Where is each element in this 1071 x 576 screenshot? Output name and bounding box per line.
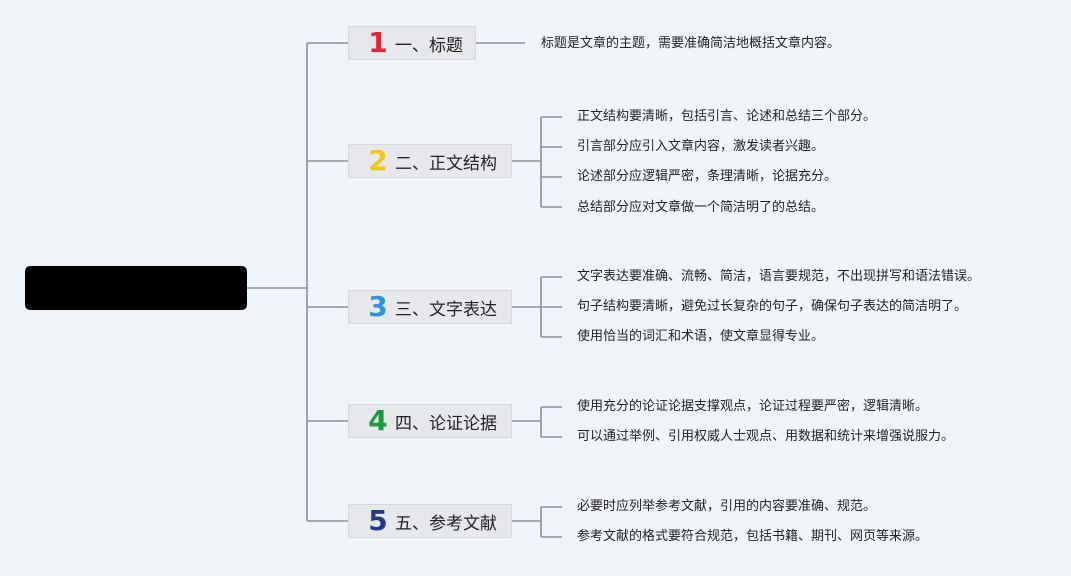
branch-label: 一、标题 [395, 35, 463, 56]
number-5-badge: 5 [368, 504, 388, 537]
number-3-badge: 3 [368, 290, 388, 323]
leaf-item[interactable]: 参考文献的格式要符合规范，包括书籍、期刊、网页等来源。 [577, 529, 929, 544]
branch-label: 四、论证论据 [395, 413, 497, 434]
leaf-item[interactable]: 使用恰当的词汇和术语，使文章显得专业。 [577, 329, 825, 344]
leaf-item[interactable]: 引言部分应引入文章内容，激发读者兴趣。 [577, 139, 825, 154]
leaf-item[interactable]: 论述部分应逻辑严密，条理清晰，论据充分。 [577, 169, 838, 184]
leaf-item[interactable]: 文字表达要准确、流畅、简洁，语言要规范，不出现拼写和语法错误。 [577, 269, 981, 284]
branch-node-body-structure[interactable]: 2 二、正文结构 [348, 144, 512, 178]
branch-node-references[interactable]: 5 五、参考文献 [348, 504, 512, 538]
branch-node-title[interactable]: 1 一、标题 [348, 26, 476, 60]
leaf-item[interactable]: 句子结构要清晰，避免过长复杂的句子，确保句子表达的简洁明了。 [577, 299, 968, 314]
leaf-item[interactable]: 可以通过举例、引用权威人士观点、用数据和统计来增强说服力。 [577, 429, 955, 444]
leaf-item[interactable]: 总结部分应对文章做一个简洁明了的总结。 [577, 200, 825, 215]
leaf-item[interactable]: 必要时应列举参考文献，引用的内容要准确、规范。 [577, 499, 877, 514]
branch-node-expression[interactable]: 3 三、文字表达 [348, 290, 512, 324]
branch-node-argument[interactable]: 4 四、论证论据 [348, 404, 512, 438]
number-2-badge: 2 [368, 144, 388, 177]
leaf-item[interactable]: 正文结构要清晰，包括引言、论述和总结三个部分。 [577, 109, 877, 124]
branch-label: 三、文字表达 [395, 299, 497, 320]
leaf-item[interactable]: 标题是文章的主题，需要准确简洁地概括文章内容。 [541, 36, 841, 51]
number-1-badge: 1 [368, 26, 388, 59]
number-4-badge: 4 [368, 404, 388, 437]
leaf-item[interactable]: 使用充分的论证论据支撑观点，论证过程要严密，逻辑清晰。 [577, 399, 929, 414]
root-node[interactable] [25, 266, 247, 310]
branch-label: 二、正文结构 [395, 153, 497, 174]
branch-label: 五、参考文献 [395, 513, 497, 534]
